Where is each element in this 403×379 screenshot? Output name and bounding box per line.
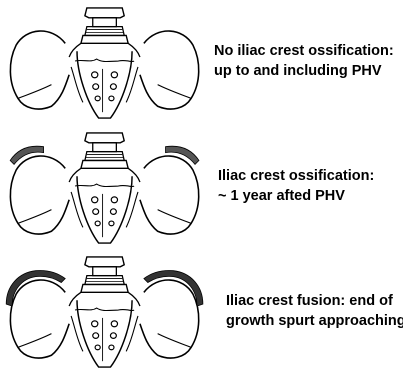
pelvis-illustration (0, 4, 215, 122)
stage-caption: No iliac crest ossification: up to and i… (214, 41, 394, 81)
stage-no-ossification: No iliac crest ossification: up to and i… (0, 4, 403, 122)
caption-line-1: Iliac crest fusion: end of (226, 291, 403, 311)
caption-line-1: Iliac crest ossification: (218, 166, 374, 186)
caption-line-2: growth spurt approaching (226, 311, 403, 331)
stage-caption: Iliac crest fusion: end of growth spurt … (226, 291, 403, 331)
caption-line-2: ~ 1 year afted PHV (218, 186, 374, 206)
stage-caption: Iliac crest ossification: ~ 1 year afted… (218, 166, 374, 206)
caption-line-2: up to and including PHV (214, 61, 394, 81)
stage-crest-ossification: Iliac crest ossification: ~ 1 year afted… (0, 129, 403, 247)
pelvis-illustration (0, 253, 215, 371)
right-iliac-crest-fusion (144, 271, 203, 307)
left-iliac-crest-fusion (6, 271, 65, 307)
pelvis-illustration (0, 129, 215, 247)
stage-crest-fusion: Iliac crest fusion: end of growth spurt … (0, 253, 403, 371)
caption-line-1: No iliac crest ossification: (214, 41, 394, 61)
